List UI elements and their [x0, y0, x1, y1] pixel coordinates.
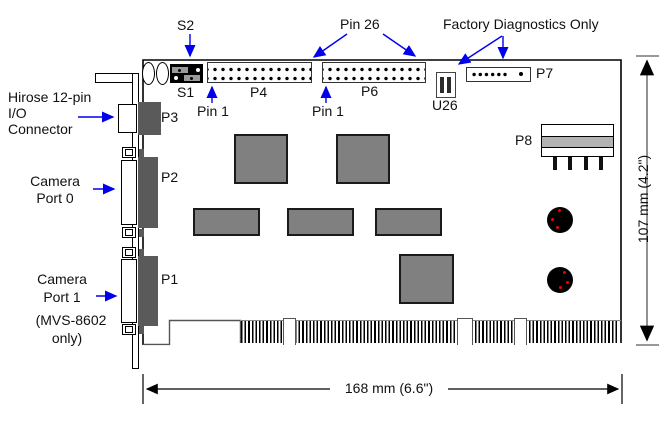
arrow-factory-u26 — [457, 35, 503, 65]
p8-leg — [584, 157, 588, 170]
edge-key-notch — [457, 318, 473, 345]
pot-dial — [547, 267, 573, 293]
dimension-height-label: 107 mm (4.2") — [635, 154, 651, 244]
label-pin1-p4: Pin 1 — [197, 103, 229, 119]
label-p4: P4 — [250, 84, 268, 100]
dimension-height — [636, 55, 659, 346]
bracket-top-tab — [95, 73, 135, 83]
arrow-pin26-right — [382, 33, 417, 57]
p3-connector-body — [138, 102, 161, 135]
callout-camera1-line2: Port 1 — [43, 289, 81, 305]
bracket-nub — [139, 229, 144, 237]
label-s2: S2 — [177, 17, 195, 33]
panel-jack — [122, 324, 136, 335]
callout-camera1-line1: Camera — [37, 271, 87, 287]
label-u26: U26 — [432, 97, 458, 113]
pot-dial — [547, 207, 573, 233]
panel-jack — [122, 247, 136, 258]
callout-hirose-line3: Connector — [8, 121, 73, 137]
ic-chip — [193, 208, 260, 236]
callout-camera0-line1: Camera — [30, 173, 80, 189]
p7-pins — [470, 72, 507, 77]
edge-connector-fingers — [241, 321, 619, 343]
bracket-nub — [139, 249, 144, 257]
ic-chip — [287, 208, 354, 236]
label-p3: P3 — [161, 109, 179, 125]
p8-leg — [599, 157, 603, 170]
callout-camera0-line2: Port 0 — [36, 190, 74, 206]
edge-key-notch — [514, 318, 527, 345]
callout-mvs8602: (MVS-8602 — [35, 312, 107, 328]
label-factory-diagnostics: Factory Diagnostics Only — [443, 16, 599, 32]
p8-leg — [553, 157, 557, 170]
mounting-hole — [142, 62, 155, 85]
label-pin26: Pin 26 — [340, 16, 380, 32]
label-p7: P7 — [536, 65, 554, 81]
dimension-width — [142, 374, 623, 404]
p8-band — [541, 136, 614, 148]
p7-header-connector — [466, 67, 531, 82]
board-bottom-step — [143, 319, 242, 346]
bracket-nub — [139, 326, 144, 334]
u26-component — [436, 72, 456, 98]
ic-chip — [234, 134, 288, 184]
label-p2: P2 — [161, 169, 179, 185]
callout-hirose-line2: I/O — [8, 105, 27, 121]
label-p6: P6 — [361, 83, 379, 99]
p2-connector-body — [138, 157, 158, 228]
label-p8: P8 — [515, 132, 533, 148]
ic-chip — [399, 254, 454, 304]
p7-pin1 — [519, 72, 523, 76]
p2-panel-connector — [121, 160, 137, 225]
p3-panel-connector — [118, 104, 137, 133]
label-p1: P1 — [161, 271, 179, 287]
jumper-pin — [190, 77, 193, 80]
bracket-nub — [139, 149, 144, 157]
callout-only: only) — [51, 330, 83, 346]
p1-panel-connector — [121, 259, 137, 323]
ic-chip — [336, 134, 390, 184]
panel-jack — [122, 147, 136, 158]
ic-chip — [375, 208, 442, 236]
mounting-hole — [156, 62, 169, 85]
dimension-width-label: 168 mm (6.6") — [344, 380, 434, 396]
label-pin1-p6: Pin 1 — [312, 103, 344, 119]
p6-header-connector — [322, 62, 426, 83]
panel-jack — [122, 227, 136, 238]
s1-jumper-block — [170, 64, 203, 83]
edge-key-notch — [283, 318, 296, 345]
jumper-pin — [174, 76, 178, 80]
jumper-pin — [196, 68, 200, 72]
p8-leg — [568, 157, 572, 170]
p1-connector-body — [138, 256, 158, 326]
label-s1: S1 — [177, 84, 195, 100]
arrow-pin26-left — [312, 33, 348, 58]
jumper-pin — [178, 69, 181, 72]
callout-hirose-line1: Hirose 12-pin — [8, 89, 92, 105]
p8-connector — [541, 124, 614, 157]
p4-header-connector — [207, 62, 312, 83]
